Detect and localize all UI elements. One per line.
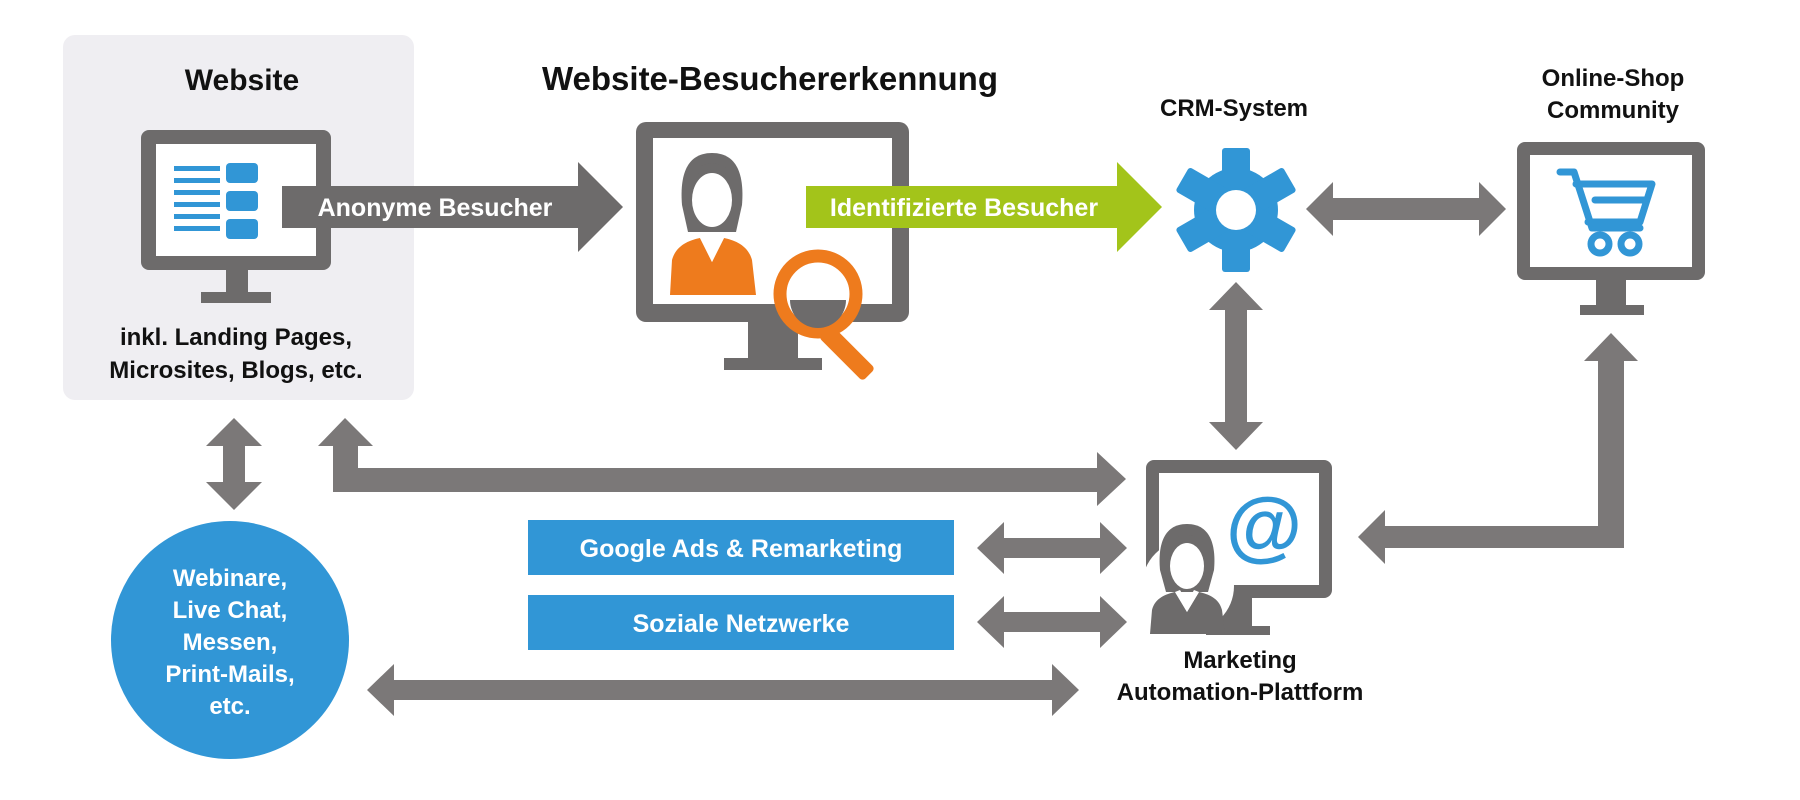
social-automation-arrow	[977, 596, 1127, 648]
anonymous-visitors-label: Anonyme Besucher	[318, 194, 553, 222]
crm-shop-arrow	[1306, 182, 1506, 236]
channel-label-social: Soziale Netzwerke	[633, 610, 850, 638]
channel-box-social	[528, 595, 954, 650]
offline-line-5: etc.	[209, 693, 250, 720]
website-title: Website	[185, 64, 299, 97]
offline-line-2: Live Chat,	[173, 597, 288, 624]
website-automation-arrow	[318, 418, 1126, 506]
user-icon	[1142, 524, 1234, 634]
website-caption-line1: inkl. Landing Pages,	[120, 324, 352, 351]
identified-visitors-label: Identifizierte Besucher	[830, 194, 1098, 222]
shop-title-line2: Community	[1547, 97, 1680, 124]
identified-visitors-arrow	[806, 162, 1162, 252]
website-offline-arrow	[206, 418, 262, 510]
channel-box-google-ads	[528, 520, 954, 575]
offline-line-3: Messen,	[183, 629, 278, 656]
shopping-cart-icon	[1556, 168, 1656, 257]
crm-automation-arrow	[1209, 282, 1263, 450]
offline-line-4: Print-Mails,	[165, 661, 294, 688]
anonymous-visitors-arrow	[282, 162, 623, 252]
visitor-recognition-title: Website-Besuchererkennung	[542, 60, 998, 97]
at-sign-icon: @	[1226, 481, 1302, 569]
website-caption-line2: Microsites, Blogs, etc.	[109, 357, 362, 384]
user-search-icon	[670, 153, 874, 380]
shop-automation-arrow	[1358, 333, 1638, 564]
offline-line-1: Webinare,	[173, 565, 287, 592]
crm-title: CRM-System	[1160, 95, 1308, 122]
channel-label-google-ads: Google Ads & Remarketing	[580, 535, 903, 563]
google-ads-automation-arrow	[977, 522, 1127, 574]
shop-title-line1: Online-Shop	[1542, 65, 1685, 92]
automation-title-line2: Automation-Plattform	[1117, 679, 1364, 706]
recognition-monitor-icon	[636, 122, 909, 370]
document-list-icon	[174, 163, 258, 239]
offline-automation-arrow	[367, 664, 1079, 716]
gear-icon	[1176, 148, 1296, 272]
automation-title-line1: Marketing	[1183, 647, 1296, 674]
offline-channels-circle	[111, 521, 349, 759]
